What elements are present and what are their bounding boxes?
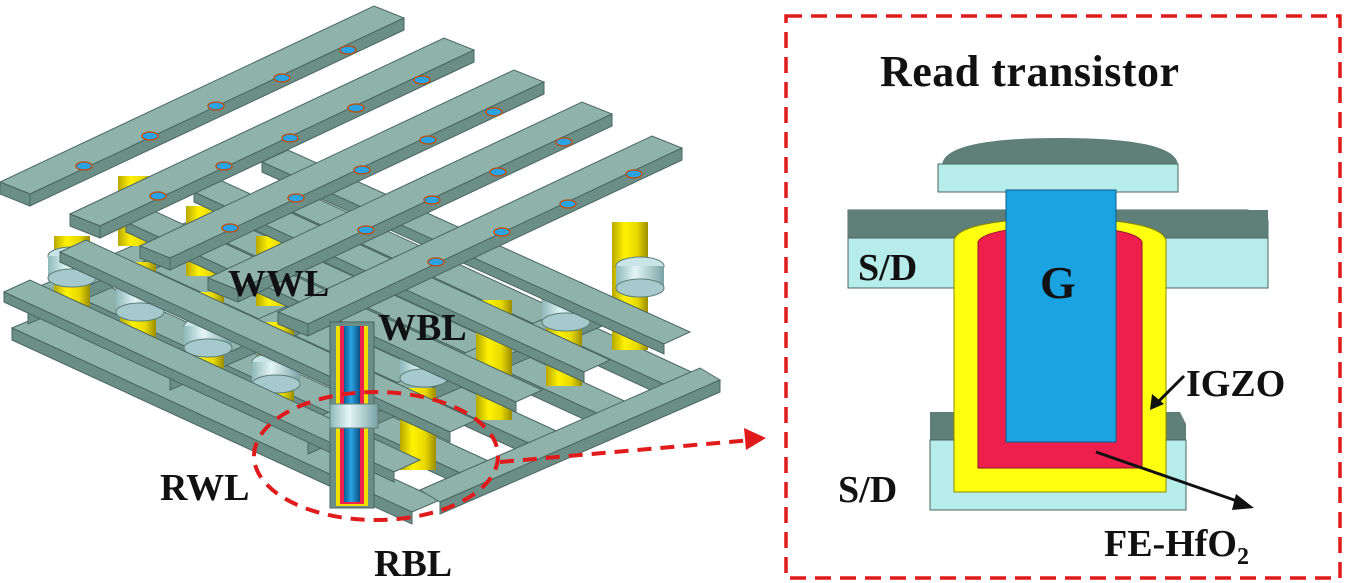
rwl-label: RWL (160, 467, 249, 509)
gate-label: G (1040, 257, 1076, 308)
sd-top-label: S/D (858, 247, 917, 289)
fe-hfo2-subscript: 2 (1237, 544, 1249, 570)
detail-title: Read transistor (880, 47, 1180, 96)
detail-frame (784, 14, 1342, 580)
detail-panel: G S/D S/D IGZO FE-HfO2 (784, 14, 1342, 580)
igzo-label: IGZO (1186, 363, 1285, 405)
gate-cap (942, 138, 1178, 166)
wwl-layer (0, 5, 684, 337)
highlight-ellipse (252, 390, 500, 522)
wwl-label: WWL (228, 263, 329, 305)
sd-bottom-label: S/D (838, 469, 897, 511)
fe-hfo2-label: FE-HfO2 (1104, 523, 1249, 570)
fe-hfo2-main: FE-HfO (1104, 523, 1237, 565)
cell-dots (75, 45, 643, 267)
rbl-label: RBL (374, 543, 452, 583)
zoom-arrow (499, 428, 766, 464)
cutaway-cell (329, 321, 379, 509)
gate-electrode (1005, 189, 1117, 443)
memory-array-3d: WWL WBL RWL RBL (0, 5, 722, 583)
wbl-label: WBL (378, 307, 467, 349)
gate-contact (937, 163, 1179, 193)
